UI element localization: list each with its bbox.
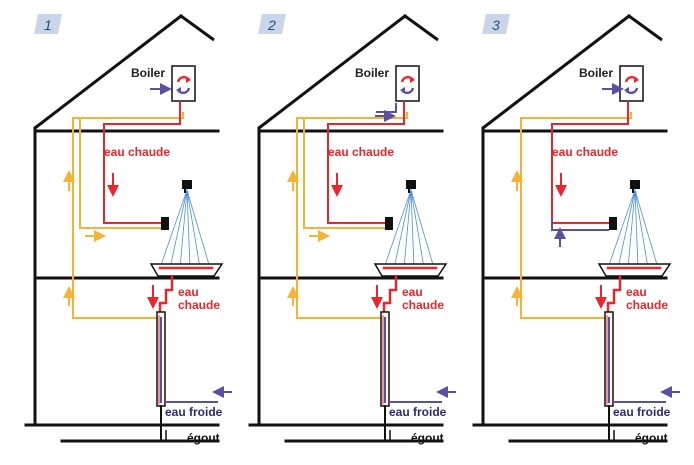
mixer-valve (161, 217, 169, 230)
warm-water-pipe (72, 112, 184, 319)
boiler-arrow-icon (634, 77, 639, 83)
cold-inlet-pipe (376, 103, 397, 113)
hot-water-label: eau chaude (104, 145, 170, 159)
hot-water-pipe (551, 101, 629, 224)
shower-spray-line (634, 189, 649, 269)
shower-head (630, 180, 640, 189)
cold-to-mixer-pipe (551, 218, 609, 231)
boiler-box (395, 65, 420, 102)
boiler-arrow-icon (400, 87, 405, 93)
shower-spray-line (383, 189, 412, 269)
boiler-box (619, 65, 644, 102)
shower-spray-line (169, 189, 188, 269)
sewer-label: égout (635, 431, 668, 445)
drain-hot-pipe (606, 276, 622, 312)
panel-number-badge (482, 14, 510, 34)
drain-hot-pipe (382, 276, 398, 312)
boiler-arrow-icon (186, 77, 191, 83)
panel-number: 1 (44, 17, 52, 33)
panel-number-badge (258, 14, 286, 34)
drain-hot-label-2: chaude (626, 298, 668, 312)
cold-water-label: eau froide (165, 405, 223, 419)
shower-tray (149, 263, 224, 277)
drain-hot-label-2: chaude (402, 298, 444, 312)
boiler-arrow-icon (410, 77, 415, 83)
shower-spray-line (627, 189, 636, 269)
shower-spray-line (410, 189, 425, 269)
boiler-label: Boiler (131, 66, 165, 80)
shower-spray-line (179, 189, 188, 269)
boiler-arrow-icon (624, 87, 629, 93)
drain-hot-label-1: eau (402, 285, 423, 299)
shower-spray-line (159, 189, 188, 269)
warm-water-pipe (520, 112, 632, 319)
mixer-valve (609, 217, 617, 230)
shower-spray-line (410, 189, 435, 269)
shower-tray (373, 263, 448, 277)
shower-spray-line (634, 189, 639, 269)
shower-spray-line (607, 189, 636, 269)
boiler-label: Boiler (355, 66, 389, 80)
boiler-arrow-icon (176, 87, 181, 93)
shower-spray-line (634, 189, 659, 269)
shower-spray-line (403, 189, 412, 269)
mixer-valve (385, 217, 393, 230)
sewer-label: égout (187, 431, 220, 445)
shower-spray-line (410, 189, 415, 269)
cold-water-label: eau froide (613, 405, 671, 419)
shower-head (406, 180, 416, 189)
cold-water-label: eau froide (389, 405, 447, 419)
shower-tray (597, 263, 672, 277)
drain-hot-label-2: chaude (178, 298, 220, 312)
warm-to-mixer-pipe (79, 118, 161, 229)
shower-spray-line (617, 189, 636, 269)
hot-water-pipe (103, 101, 181, 224)
drain-hot-pipe (158, 276, 174, 312)
hot-water-pipe (327, 101, 405, 224)
shower-spray-line (393, 189, 412, 269)
hot-water-label: eau chaude (552, 145, 618, 159)
warm-to-mixer-pipe (303, 118, 385, 229)
hot-water-label: eau chaude (328, 145, 394, 159)
panel-number: 3 (492, 17, 500, 33)
panel-number: 2 (267, 17, 276, 33)
boiler-box (171, 65, 196, 102)
shower-spray-line (186, 189, 191, 269)
shower-spray-line (186, 189, 201, 269)
panel-number-badge (34, 14, 62, 34)
drain-hot-label-1: eau (178, 285, 199, 299)
boiler-label: Boiler (579, 66, 613, 80)
shower-head (182, 180, 192, 189)
shower-spray-line (186, 189, 211, 269)
drain-hot-label-1: eau (626, 285, 647, 299)
sewer-label: égout (411, 431, 444, 445)
warm-water-pipe (296, 112, 408, 319)
